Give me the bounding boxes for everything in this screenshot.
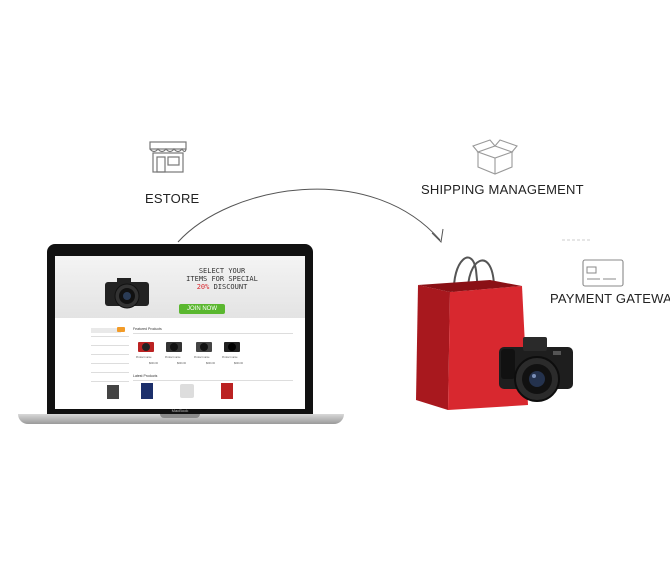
sidebar-line: [91, 345, 129, 346]
camera-icon: [105, 278, 149, 309]
hero-banner: SELECT YOUR ITEMS FOR SPECIAL 20% DISCOU…: [55, 256, 305, 318]
sidebar-logo: [91, 328, 121, 333]
estore-label: ESTORE: [145, 191, 200, 206]
latest-divider: [133, 380, 293, 381]
sidebar-line: [91, 354, 129, 355]
open-box-icon: [472, 139, 518, 175]
camera-icon: [166, 342, 182, 352]
hero-headline: SELECT YOUR ITEMS FOR SPECIAL 20% DISCOU…: [167, 267, 277, 291]
featured-products-title: Featured Products: [133, 327, 162, 331]
product-name: Product name: [222, 356, 238, 359]
flow-arrow-head: [431, 228, 444, 244]
sidebar-badge: [117, 327, 125, 332]
product-thumb[interactable]: [180, 384, 194, 398]
credit-card-icon: [582, 259, 624, 287]
product-name: Product name: [136, 356, 152, 359]
product-thumb[interactable]: [165, 339, 183, 356]
product-thumb[interactable]: [221, 383, 233, 399]
product-thumb[interactable]: [195, 339, 213, 356]
product-price: $000.00: [149, 362, 159, 365]
product-thumb[interactable]: [141, 383, 153, 399]
product-name: Product name: [194, 356, 210, 359]
hero-line-3-rest: DISCOUNT: [209, 283, 248, 291]
camera-icon: [499, 337, 573, 402]
payment-label: PAYMENT GATEWAY: [550, 291, 670, 306]
hero-line-3: 20% DISCOUNT: [167, 283, 277, 291]
product-thumb[interactable]: [137, 339, 155, 356]
bag-top: [418, 280, 522, 292]
sidebar-line: [91, 372, 129, 373]
camera-icon: [138, 342, 154, 352]
storefront-icon: [149, 141, 187, 173]
hero-line-2: ITEMS FOR SPECIAL: [186, 275, 258, 283]
hero-line-1: SELECT YOUR: [198, 267, 246, 275]
laptop-screen: SELECT YOUR ITEMS FOR SPECIAL 20% DISCOU…: [55, 256, 305, 409]
join-now-button[interactable]: JOIN NOW: [179, 304, 225, 314]
sidebar-line: [91, 336, 129, 337]
sidebar-line: [91, 381, 129, 382]
camera-icon: [224, 342, 240, 352]
product-name: Product name: [165, 356, 181, 359]
product-thumb[interactable]: [107, 385, 119, 399]
flow-arrow-curve: [177, 188, 441, 243]
product-thumb[interactable]: [223, 339, 241, 356]
bag-side: [416, 285, 450, 410]
hero-percent: 20%: [196, 283, 210, 291]
latest-products-title: Latest Products: [133, 374, 158, 378]
decorative-dashes: [562, 239, 592, 241]
camera-icon: [196, 342, 212, 352]
laptop-notch: [160, 414, 200, 418]
product-price: $000.00: [206, 362, 216, 365]
featured-divider: [133, 333, 293, 334]
shipping-label: SHIPPING MANAGEMENT: [421, 182, 584, 197]
product-price: $000.00: [177, 362, 187, 365]
sidebar-line: [91, 363, 129, 364]
laptop-brand: MacBook: [171, 408, 189, 413]
product-price: $000.00: [234, 362, 244, 365]
laptop-base: [18, 414, 344, 424]
sidebar-list: [91, 336, 129, 382]
